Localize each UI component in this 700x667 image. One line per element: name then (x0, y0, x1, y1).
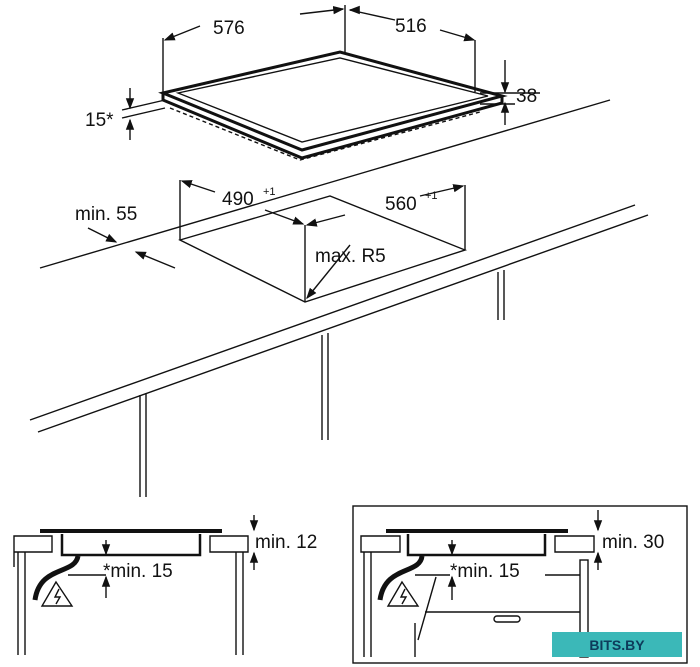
hob-dimensions (121, 5, 540, 140)
watermark: BITS.BY (552, 632, 682, 657)
left-top-gap-label: min. 12 (255, 532, 317, 553)
hob (158, 50, 508, 161)
hob-height-label: 38 (516, 86, 537, 107)
frame-height-label: 15* (85, 110, 114, 131)
countertop (29, 99, 649, 497)
hob-width-label: 576 (213, 18, 245, 39)
hob-depth-label: 516 (395, 16, 427, 37)
right-top-gap-label: min. 30 (602, 532, 664, 553)
right-bottom-gap-label: *min. 15 (450, 561, 520, 582)
section-left (13, 515, 259, 655)
cutout-width-tolerance: +1 (263, 186, 276, 198)
cutout-depth-label: 560 (385, 194, 417, 215)
left-bottom-gap-label: *min. 15 (103, 561, 173, 582)
edge-distance-label: min. 55 (75, 204, 137, 225)
cutout-width-label: 490 (222, 189, 254, 210)
corner-radius-label: max. R5 (315, 246, 386, 267)
cutout (87, 180, 468, 303)
cutout-depth-tolerance: +1 (425, 190, 438, 202)
section-right (352, 505, 688, 664)
